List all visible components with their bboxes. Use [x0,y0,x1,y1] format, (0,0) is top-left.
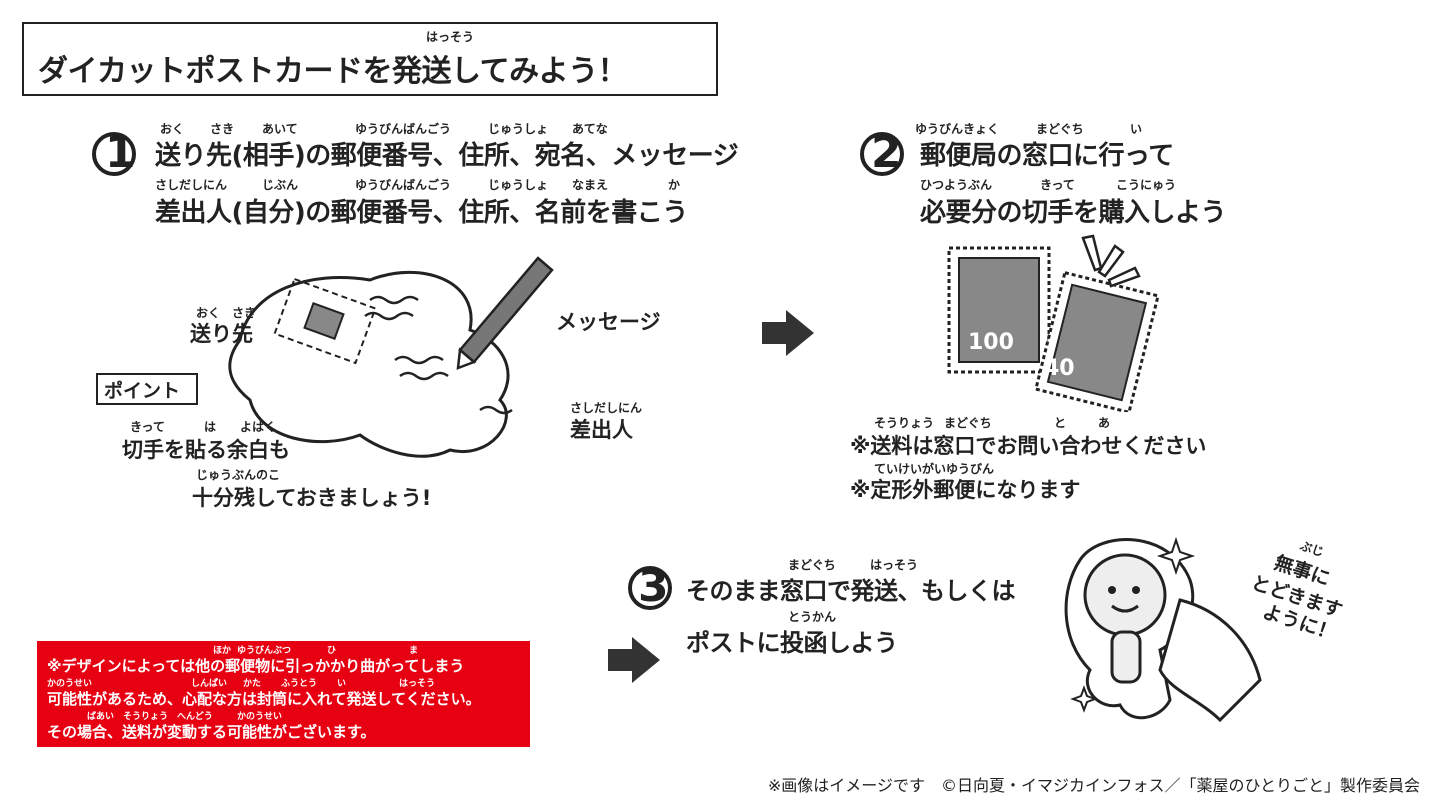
stamp1-value: 100 [968,330,1014,355]
ruby: きって [1040,178,1075,192]
step3-line1: そのまま窓口で発送、もしくは [686,577,1016,605]
card-character-illustration [1064,536,1262,723]
postcard-shape [228,270,510,458]
ruby: い [337,679,347,689]
ruby: よはく [240,420,277,434]
arrow-right-icon [762,310,814,356]
ruby: さき [210,122,235,136]
ruby: とうかん [788,610,837,624]
step2-line1: 郵便局の窓口に行って [920,141,1174,171]
character-face [1083,553,1167,637]
ruby: はっそう [399,679,436,689]
ruby: ゆうびんきょく [915,122,1000,136]
warning-box: ほか ゆうびんぶつ ひ ま ※デザインによっては他の郵便物に引っかかり曲がってし… [37,641,530,747]
ruby: じゅうしょ [488,122,549,136]
stamp-40-icon [1034,270,1160,412]
step1-number: 1 [105,127,136,178]
ruby: まどぐち [788,558,836,572]
label-message: メッセージ [556,310,661,334]
title-ruby: はっそう [426,30,475,44]
stamp2-value: 40 [1044,356,1075,381]
ruby: じゅうしょ [488,178,549,192]
stamp-100-icon [947,246,1051,374]
postcard-illustration [228,256,554,458]
ruby: おく さき [196,306,257,320]
ruby: ひつようぶん [920,178,993,192]
warning-line2: 可能性があるため、心配な方は封筒に入れて発送してください。 [47,690,481,708]
ruby: はっそう [870,558,919,572]
warning-line1: ※デザインによっては他の郵便物に引っかかり曲がってしまう [47,657,465,675]
step3-line2: ポストに投函しよう [686,629,898,657]
ruby: さしだしにん [155,178,228,192]
title-box: はっそう ダイカットポストカードを発送してみよう！ [22,22,718,96]
step1-line1: 送り先(相手)の郵便番号、住所、宛名、メッセージ [155,141,739,171]
step1-number-circle [92,132,136,176]
ruby: ばあい [87,712,115,722]
ruby: ま [409,646,419,656]
ruby: おく [160,122,185,136]
ruby: まどぐち [944,416,992,430]
pen-icon [456,256,554,370]
page-title: ダイカットポストカードを発送してみよう！ [38,54,628,89]
step2-number: 2 [871,127,902,178]
ruby: じゅうぶんのこ [196,468,281,482]
ruby: あ [1098,416,1111,430]
ruby: と [1054,416,1067,430]
ruby: きって [130,420,165,434]
step2-note1: ※送料は窓口でお問い合わせください [850,434,1207,458]
step2-line2: 必要分の切手を購入しよう [920,198,1227,228]
arrow-right-icon [608,637,660,683]
ruby: は [204,420,217,434]
ruby: かのうせい [47,679,93,689]
ruby: ゆうびんばんごう [355,122,452,136]
label-okurisaki: 送り先 [190,322,253,346]
ruby: なまえ [572,178,609,192]
step3-number-circle [628,566,672,610]
ruby: あてな [572,122,608,136]
ruby: ていけいがいゆうびん [874,462,995,476]
warning-line3: その場合、送料が変動する可能性がございます。 [47,723,376,741]
ruby: そうりょう [874,416,935,430]
step1-line2: 差出人(自分)の郵便番号、住所、名前を書こう [155,198,688,228]
ruby: こうにゅう [1116,178,1177,192]
ruby: そうりょう [123,712,169,722]
stamps-illustration [947,234,1160,412]
ruby: かのうせい [237,712,283,722]
sparkle-icon [1081,234,1141,288]
stamp-placeholder [303,302,345,340]
ruby: へんどう [177,712,213,722]
ruby: かた [243,679,262,689]
footer-credit: ※画像はイメージです ©日向夏・イマジカインフォス／「薬屋のひとりごと」製作委員… [767,776,1420,795]
ruby: ひ [327,646,337,656]
ruby: ふうとう [281,679,318,689]
ruby: い [1130,122,1143,136]
ruby: まどぐち [1036,122,1084,136]
ruby: あいて [262,122,298,136]
step3-number: 3 [638,561,669,612]
hand-icon [1158,598,1262,723]
point-text1: 切手を貼る余白も [122,438,290,462]
ruby: じぶん [262,178,299,192]
point-label: ポイント [104,380,181,402]
step2-note2: ※定形外郵便になります [850,478,1081,502]
sparkle-icon [1070,536,1196,713]
point-box [96,373,198,405]
ruby: ゆうびんぶつ [237,646,292,656]
ruby: さしだしにん [570,401,643,415]
ruby: か [668,178,681,192]
ruby: しんぱい [191,679,228,689]
label-sashidashinin: 差出人 [570,418,633,442]
ruby: ほか [213,646,232,656]
point-text2: 十分残しておきましょう! [192,486,432,510]
address-dashed-box [273,277,377,365]
step2-number-circle [860,132,904,176]
ruby: ゆうびんばんごう [355,178,452,192]
